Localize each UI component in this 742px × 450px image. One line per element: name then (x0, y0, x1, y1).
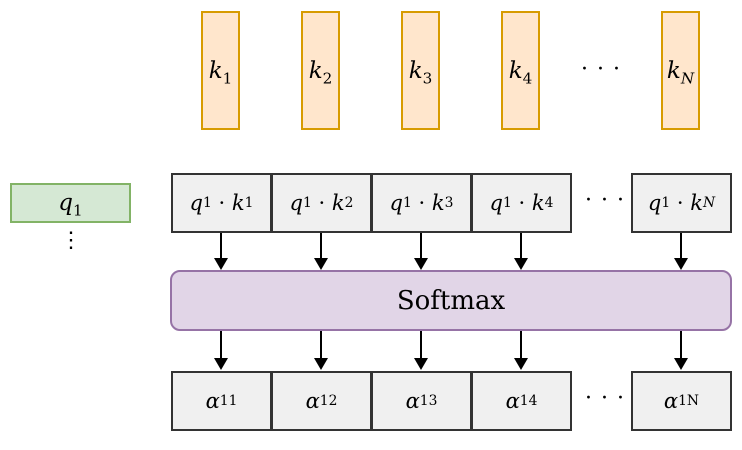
key-label: k3 (408, 57, 433, 87)
query-label: q1 (58, 190, 83, 220)
arrow-down-icon (674, 233, 688, 270)
key-label: k4 (508, 57, 533, 87)
query-vertical-ellipsis: ⋮ (60, 228, 82, 253)
softmax-block: Softmax (170, 270, 732, 331)
arrow-down-icon (214, 233, 228, 270)
arrow-down-icon (314, 331, 328, 370)
softmax-label: Softmax (396, 285, 506, 316)
key-vector-k4: k4 (501, 11, 540, 130)
key-vector-k2: k2 (301, 11, 340, 130)
key-label: kN (666, 57, 695, 87)
attention-weight-ellipsis: · · · (585, 386, 625, 411)
key-label: k1 (208, 57, 233, 87)
key-label: k2 (308, 57, 333, 87)
query-vector-q1: q1 (10, 183, 131, 223)
arrow-down-icon (514, 233, 528, 270)
arrow-down-icon (414, 331, 428, 370)
arrow-down-icon (214, 331, 228, 370)
key-ellipsis: · · · (581, 57, 621, 82)
arrow-down-icon (674, 331, 688, 370)
arrow-down-icon (314, 233, 328, 270)
arrows-softmax-to-alpha (214, 331, 688, 370)
key-vector-kN: kN (661, 11, 700, 130)
arrow-down-icon (414, 233, 428, 270)
arrow-down-icon (514, 331, 528, 370)
arrows-dot-to-softmax (214, 233, 688, 270)
key-vector-k1: k1 (201, 11, 240, 130)
key-vector-k3: k3 (401, 11, 440, 130)
dot-product-ellipsis: · · · (585, 188, 625, 213)
